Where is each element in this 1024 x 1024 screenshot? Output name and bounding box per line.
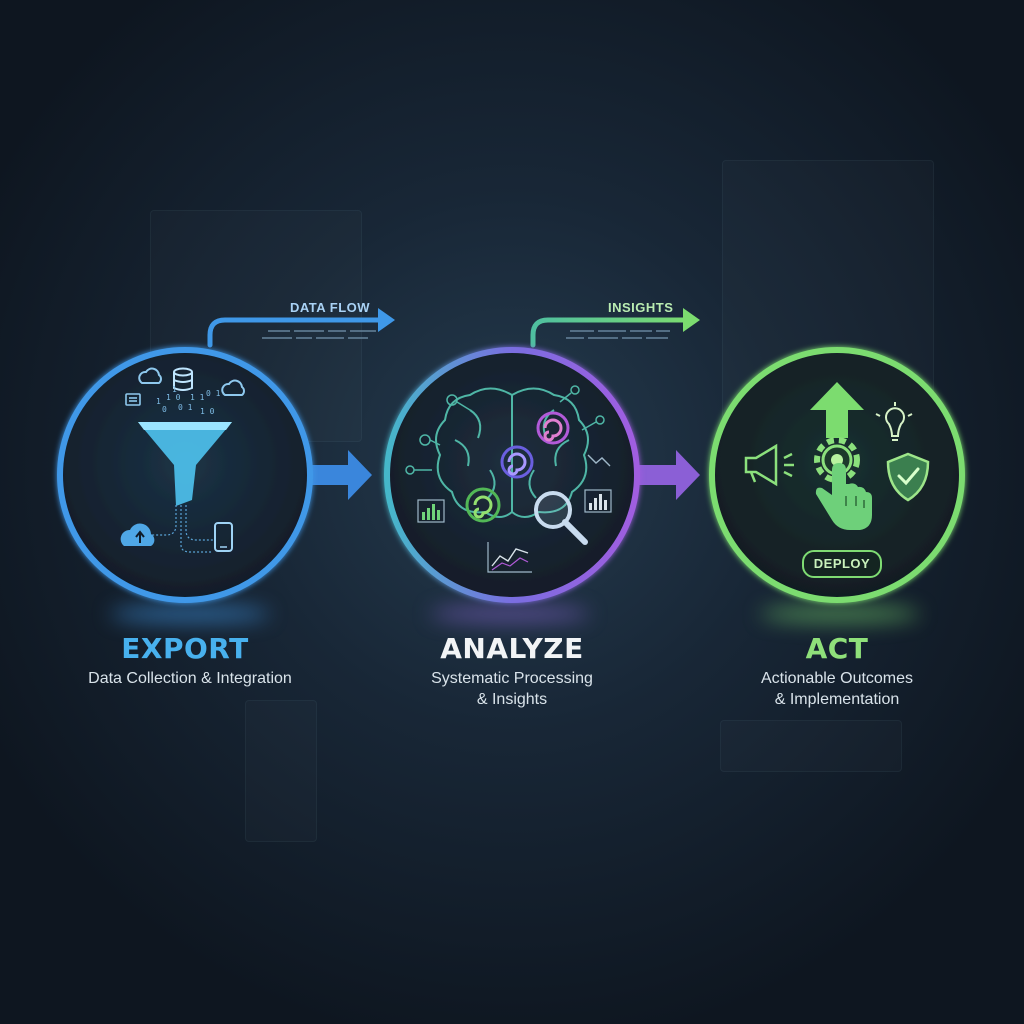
svg-text:0 1: 0 1 <box>178 403 193 412</box>
swirl-icon <box>465 487 501 523</box>
gear-icon <box>814 437 860 483</box>
background-panel <box>720 720 902 772</box>
svg-text:0: 0 <box>162 405 167 414</box>
data-flow-arrow <box>207 308 395 348</box>
act-glow <box>760 605 920 623</box>
svg-text:1 0: 1 0 <box>200 407 215 416</box>
cloud-icon <box>221 379 245 396</box>
act-title: ACT <box>805 632 869 665</box>
analyze-description: Systematic Processing & Insights <box>352 669 672 711</box>
connector-arrow-2 <box>637 450 700 500</box>
swirl-icon <box>500 445 534 479</box>
svg-text:1 0: 1 0 <box>166 393 181 402</box>
act-description: Actionable Outcomes & Implementation <box>677 669 997 711</box>
act-description-line: Actionable Outcomes <box>760 670 914 687</box>
export-title: EXPORT <box>121 632 249 665</box>
network-icon <box>405 385 605 475</box>
line-chart-icon <box>487 542 532 573</box>
analyze-title: ANALYZE <box>440 632 584 665</box>
analyze-circle <box>384 347 640 603</box>
lightbulb-icon <box>875 402 913 441</box>
line-chart-icon <box>587 454 611 467</box>
up-arrow-icon <box>810 382 864 438</box>
connector-arrow-1 <box>312 450 372 500</box>
brain-icon <box>435 387 589 518</box>
funnel-icon <box>138 422 232 506</box>
magnifier-icon <box>534 491 588 545</box>
pointer-hand-icon <box>815 463 872 530</box>
act-circle <box>709 347 965 603</box>
act-description-line: & Implementation <box>774 690 900 708</box>
data-flow-label: DATA FLOW <box>290 300 371 315</box>
smartphone-icon <box>214 522 233 552</box>
export-description-line: Data Collection & Integration <box>88 670 292 687</box>
insights-label: INSIGHTS <box>608 300 674 315</box>
svg-text:1: 1 <box>156 397 161 406</box>
document-icon <box>125 393 141 406</box>
export-description: Data Collection & Integration <box>30 669 350 690</box>
svg-text:0 1: 0 1 <box>206 389 221 398</box>
analyze-description-line: & Insights <box>476 690 548 708</box>
database-icon <box>173 367 193 391</box>
swirl-icon <box>536 411 570 445</box>
analyze-description-line: Systematic Processing <box>431 670 593 687</box>
megaphone-icon <box>744 443 794 487</box>
bar-chart-icon <box>417 499 445 523</box>
export-glow <box>110 605 270 623</box>
insights-arrow <box>530 308 700 348</box>
background-panel <box>245 700 317 842</box>
cloud-upload-icon <box>120 523 155 546</box>
svg-text:1: 1 <box>172 385 177 394</box>
analyze-glow <box>430 605 590 623</box>
deploy-button[interactable]: DEPLOY <box>802 550 882 578</box>
cloud-icon <box>138 367 162 384</box>
bar-chart-icon <box>584 489 612 513</box>
svg-text:1 1: 1 1 <box>190 393 205 402</box>
shield-check-icon <box>886 452 930 502</box>
